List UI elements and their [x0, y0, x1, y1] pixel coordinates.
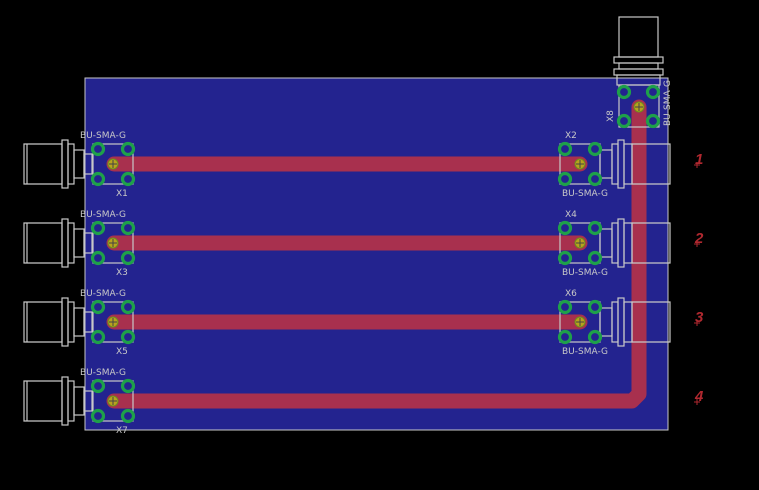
port-label-4: 4: [694, 388, 704, 405]
origin-cross: [694, 162, 700, 168]
x2-pad: [557, 141, 573, 157]
x2-pad: [587, 141, 603, 157]
x2-name-label: X2: [565, 131, 577, 141]
x8-name-label: X8: [606, 110, 616, 122]
connector-x8[interactable]: X8 BU-SMA-G: [606, 16, 673, 129]
x6-pad: [557, 299, 573, 315]
port-label-2: 2: [694, 230, 704, 247]
x3-pad: [90, 220, 106, 236]
x8-pad: [616, 113, 632, 129]
x5-pad: [120, 329, 136, 345]
x8-pad: [645, 84, 661, 100]
x3-value-label: BU-SMA-G: [80, 210, 126, 220]
x6-value-label: BU-SMA-G: [562, 347, 608, 357]
x7-pad: [120, 408, 136, 424]
x1-name-label: X1: [116, 189, 128, 199]
x6-pad: [587, 329, 603, 345]
x1-pad: [120, 171, 136, 187]
x2-pad: [587, 171, 603, 187]
x5-value-label: BU-SMA-G: [80, 289, 126, 299]
x8-pad: [616, 84, 632, 100]
connector-x5[interactable]: BU-SMA-G X5: [23, 289, 136, 357]
port-number: 3: [695, 309, 704, 326]
x8-pad: [645, 113, 661, 129]
x5-name-label: X5: [116, 347, 128, 357]
port-number: 1: [695, 151, 703, 168]
connector-x1[interactable]: BU-SMA-G X1: [23, 131, 136, 199]
x1-value-label: BU-SMA-G: [80, 131, 126, 141]
origin-cross: [694, 241, 700, 247]
port-label-3: 3: [694, 309, 704, 326]
x7-pad: [90, 408, 106, 424]
x4-pad: [557, 220, 573, 236]
x3-name-label: X3: [116, 268, 128, 278]
x2-pad: [557, 171, 573, 187]
x7-name-label: X7: [116, 426, 128, 436]
trace-4: [106, 99, 647, 409]
traces: [106, 99, 647, 409]
x1-pad: [90, 171, 106, 187]
port-number: 2: [694, 230, 704, 247]
connector-x3[interactable]: BU-SMA-G X3: [23, 210, 136, 278]
x5-pad: [120, 299, 136, 315]
x4-pad: [587, 250, 603, 266]
x3-pad: [90, 250, 106, 266]
x4-name-label: X4: [565, 210, 577, 220]
x1-pad: [120, 141, 136, 157]
x3-pad: [120, 220, 136, 236]
x7-pad: [120, 378, 136, 394]
x5-pad: [90, 299, 106, 315]
x4-pad: [587, 220, 603, 236]
x6-pad: [587, 299, 603, 315]
x6-name-label: X6: [565, 289, 577, 299]
origin-cross: [694, 320, 700, 326]
port-label-1: 1: [694, 151, 703, 168]
x3-pad: [120, 250, 136, 266]
x7-value-label: BU-SMA-G: [80, 368, 126, 378]
x7-pad: [90, 378, 106, 394]
connector-x7[interactable]: BU-SMA-G X7: [23, 368, 136, 436]
x4-pad: [557, 250, 573, 266]
x2-value-label: BU-SMA-G: [562, 189, 608, 199]
origin-cross: [694, 399, 700, 405]
board-substrate: [84, 77, 669, 431]
x4-value-label: BU-SMA-G: [562, 268, 608, 278]
x8-value-label: BU-SMA-G: [663, 80, 673, 126]
x8-body: [618, 16, 659, 58]
x5-pad: [90, 329, 106, 345]
x6-pad: [557, 329, 573, 345]
x1-pad: [90, 141, 106, 157]
port-number: 4: [694, 388, 704, 405]
